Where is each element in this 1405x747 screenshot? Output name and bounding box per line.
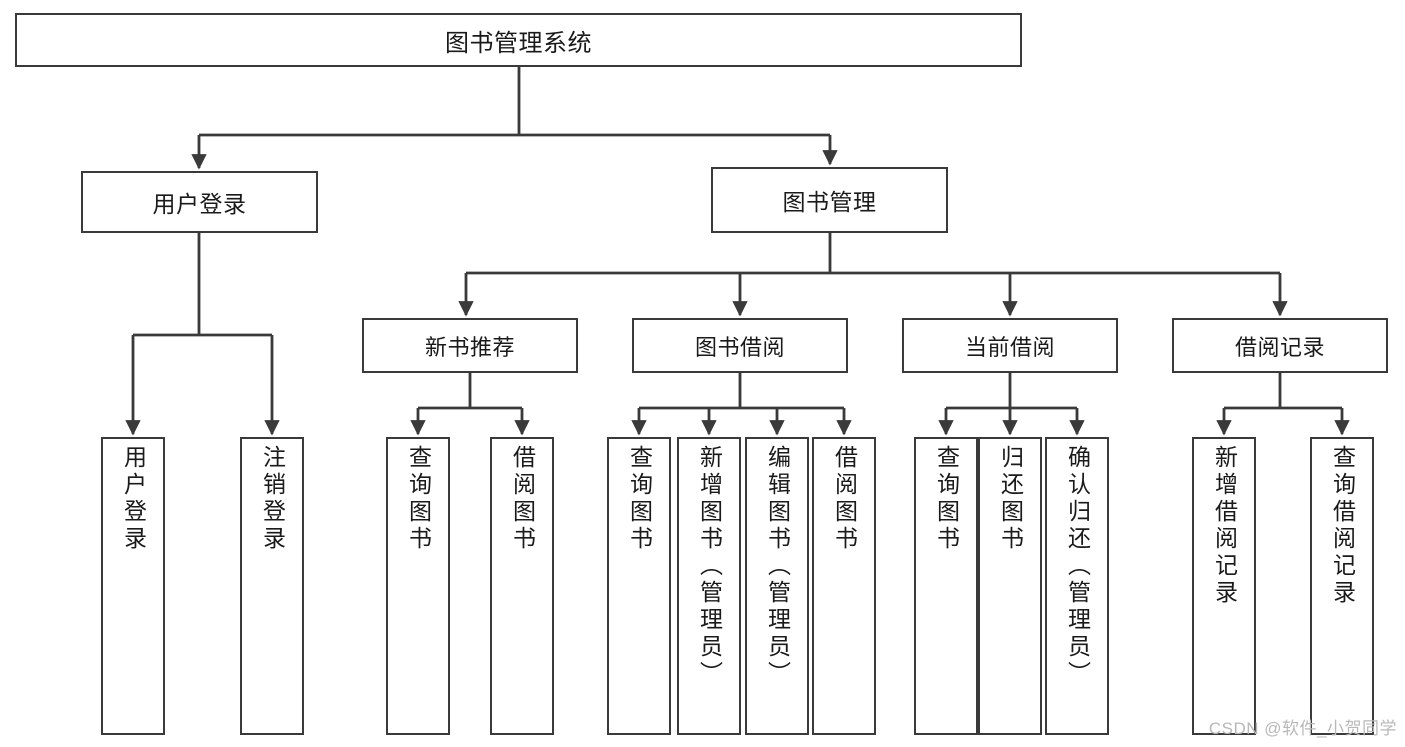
node-label: 确认归还（管理员）	[1064, 445, 1091, 688]
leaf-user-login-login[interactable]: 用户登录	[101, 437, 165, 735]
node-label: 新增借阅记录	[1211, 445, 1238, 607]
node-book-management[interactable]: 图书管理	[711, 167, 948, 233]
node-label: 查询借阅记录	[1329, 445, 1356, 607]
leaf-borrow-record-query[interactable]: 查询借阅记录	[1310, 437, 1374, 735]
node-new-book-recommend[interactable]: 新书推荐	[362, 318, 578, 373]
node-label: 借阅图书	[509, 445, 536, 553]
leaf-book-borrow-edit[interactable]: 编辑图书（管理员）	[745, 437, 809, 735]
node-root-book-management-system[interactable]: 图书管理系统	[15, 13, 1022, 67]
node-label: 用户登录	[120, 445, 147, 553]
node-label: 借阅图书	[831, 445, 858, 553]
leaf-new-book-query[interactable]: 查询图书	[386, 437, 450, 735]
node-label: 图书管理	[782, 189, 877, 215]
node-label: 查询图书	[405, 445, 432, 553]
leaf-book-borrow-add[interactable]: 新增图书（管理员）	[677, 437, 741, 735]
node-label: 当前借阅	[964, 334, 1055, 360]
node-label: 图书管理系统	[445, 29, 592, 57]
node-user-login[interactable]: 用户登录	[81, 171, 318, 233]
leaf-user-login-logout[interactable]: 注销登录	[240, 437, 304, 735]
node-label: 查询图书	[933, 445, 960, 553]
node-label: 新书推荐	[424, 334, 515, 360]
node-book-borrow[interactable]: 图书借阅	[632, 318, 848, 373]
node-label: 借阅记录	[1234, 334, 1325, 360]
leaf-book-borrow-borrow[interactable]: 借阅图书	[812, 437, 876, 735]
node-label: 归还图书	[997, 445, 1024, 553]
node-label: 图书借阅	[694, 334, 785, 360]
leaf-borrow-record-add[interactable]: 新增借阅记录	[1192, 437, 1256, 735]
node-borrow-record[interactable]: 借阅记录	[1172, 318, 1388, 373]
node-label: 用户登录	[152, 191, 247, 217]
leaf-new-book-borrow[interactable]: 借阅图书	[490, 437, 554, 735]
leaf-book-borrow-query[interactable]: 查询图书	[607, 437, 671, 735]
node-label: 编辑图书（管理员）	[764, 445, 791, 688]
node-current-borrow[interactable]: 当前借阅	[902, 318, 1118, 373]
leaf-current-borrow-confirm-return[interactable]: 确认归还（管理员）	[1045, 437, 1109, 735]
node-label: 注销登录	[259, 445, 286, 553]
csdn-watermark: CSDN @软件_小贺同学	[1208, 719, 1397, 738]
node-label: 新增图书（管理员）	[696, 445, 723, 688]
node-label: 查询图书	[626, 445, 653, 553]
leaf-current-borrow-query[interactable]: 查询图书	[914, 437, 978, 735]
leaf-current-borrow-return[interactable]: 归还图书	[978, 437, 1042, 735]
